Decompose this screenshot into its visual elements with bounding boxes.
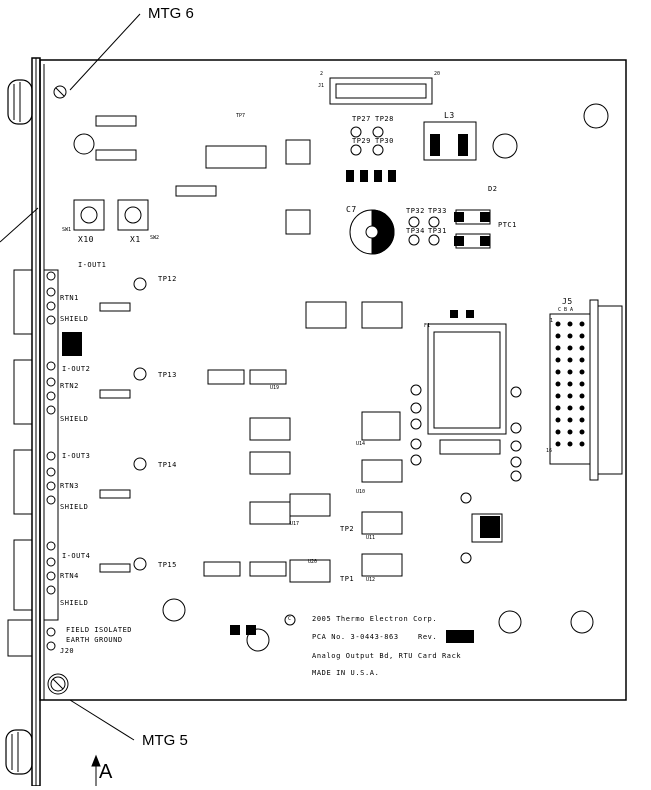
origin-note: MADE IN U.S.A. <box>312 669 380 677</box>
tp7-label: TP7 <box>236 113 246 119</box>
sw2-label: SW2 <box>150 235 160 241</box>
mtg6-screw <box>53 85 67 99</box>
tp31-label: TP31 <box>428 227 447 235</box>
copyright-note: 2005 Thermo Electron Corp. <box>312 615 438 623</box>
tp1-label: TP1 <box>340 575 355 583</box>
tp32-label: TP32 <box>406 207 425 215</box>
u19-label: U19 <box>270 385 280 391</box>
x10-label: X10 <box>78 235 94 244</box>
channel4-shield: SHIELD <box>60 599 89 607</box>
channel1-tp: TP12 <box>158 275 177 283</box>
j1-header <box>329 77 433 105</box>
ptc1-label: PTC1 <box>498 221 517 229</box>
u11-label: U11 <box>366 535 376 541</box>
c7-label: C7 <box>346 205 357 214</box>
channel3-rtn: RTN3 <box>60 482 79 490</box>
j1-pin2: 2 <box>320 71 324 77</box>
j5-pin-letters: C B A <box>558 307 574 313</box>
j5-pin1: 1 <box>550 318 554 324</box>
channel2-out: I-OUT2 <box>62 365 91 373</box>
view-arrow-label: A <box>99 761 113 783</box>
tp33-label: TP33 <box>428 207 447 215</box>
tp34-label: TP34 <box>406 227 425 235</box>
board-outline <box>39 59 627 701</box>
j5-label: J5 <box>562 297 573 306</box>
u14-label: U14 <box>356 441 366 447</box>
u12-label: U12 <box>366 577 376 583</box>
channel4-rtn: RTN4 <box>60 572 79 580</box>
mtg5-screw <box>50 676 66 692</box>
board-description: Analog Output Bd, RTU Card Rack <box>312 652 462 660</box>
j1-label: J1 <box>318 83 325 89</box>
tp2-label: TP2 <box>340 525 355 533</box>
channel3-tp: TP14 <box>158 461 177 469</box>
rev-label: Rev. <box>418 633 438 641</box>
pca-number: PCA No. 3-0443-863 <box>312 633 399 641</box>
rev-box <box>446 630 474 643</box>
channel2-shield: SHIELD <box>60 415 89 423</box>
f1-label: F1 <box>424 323 431 329</box>
u17-label: U17 <box>290 521 300 527</box>
channel3-out: I-OUT3 <box>62 452 91 460</box>
tp29-label: TP29 <box>352 137 371 145</box>
channel1-out: I-OUT1 <box>78 261 107 269</box>
channel2-tp: TP13 <box>158 371 177 379</box>
channel1-shield: SHIELD <box>60 315 89 323</box>
sw1-label: SW1 <box>62 227 72 233</box>
channel1-rtn: RTN1 <box>60 294 79 302</box>
j20-label: J20 <box>60 647 75 655</box>
channel3-shield: SHIELD <box>60 503 89 511</box>
mtg5-callout: MTG 5 <box>142 732 188 749</box>
mtg6-callout: MTG 6 <box>148 5 194 22</box>
l3-label: L3 <box>444 111 455 120</box>
channel4-tp: TP15 <box>158 561 177 569</box>
u10-label: U10 <box>356 489 366 495</box>
u20-label: U20 <box>308 559 318 565</box>
channel4-out: I-OUT4 <box>62 552 91 560</box>
channel2-rtn: RTN2 <box>60 382 79 390</box>
tp30-label: TP30 <box>375 137 394 145</box>
d2-label: D2 <box>488 185 498 193</box>
tp27-label: TP27 <box>352 115 371 123</box>
terminal-strip <box>43 269 59 621</box>
j5-pin16: 16 <box>546 448 553 454</box>
field-isolated-label: FIELD ISOLATED <box>66 626 133 634</box>
j1-pin20: 20 <box>434 71 441 77</box>
copyright-symbol: C <box>288 616 292 622</box>
tp28-label: TP28 <box>375 115 394 123</box>
earth-ground-label: EARTH GROUND <box>66 636 123 644</box>
l3-inductor <box>423 121 477 161</box>
bottom-handle <box>5 729 33 775</box>
x1-label: X1 <box>130 235 141 244</box>
top-handle <box>7 79 33 125</box>
